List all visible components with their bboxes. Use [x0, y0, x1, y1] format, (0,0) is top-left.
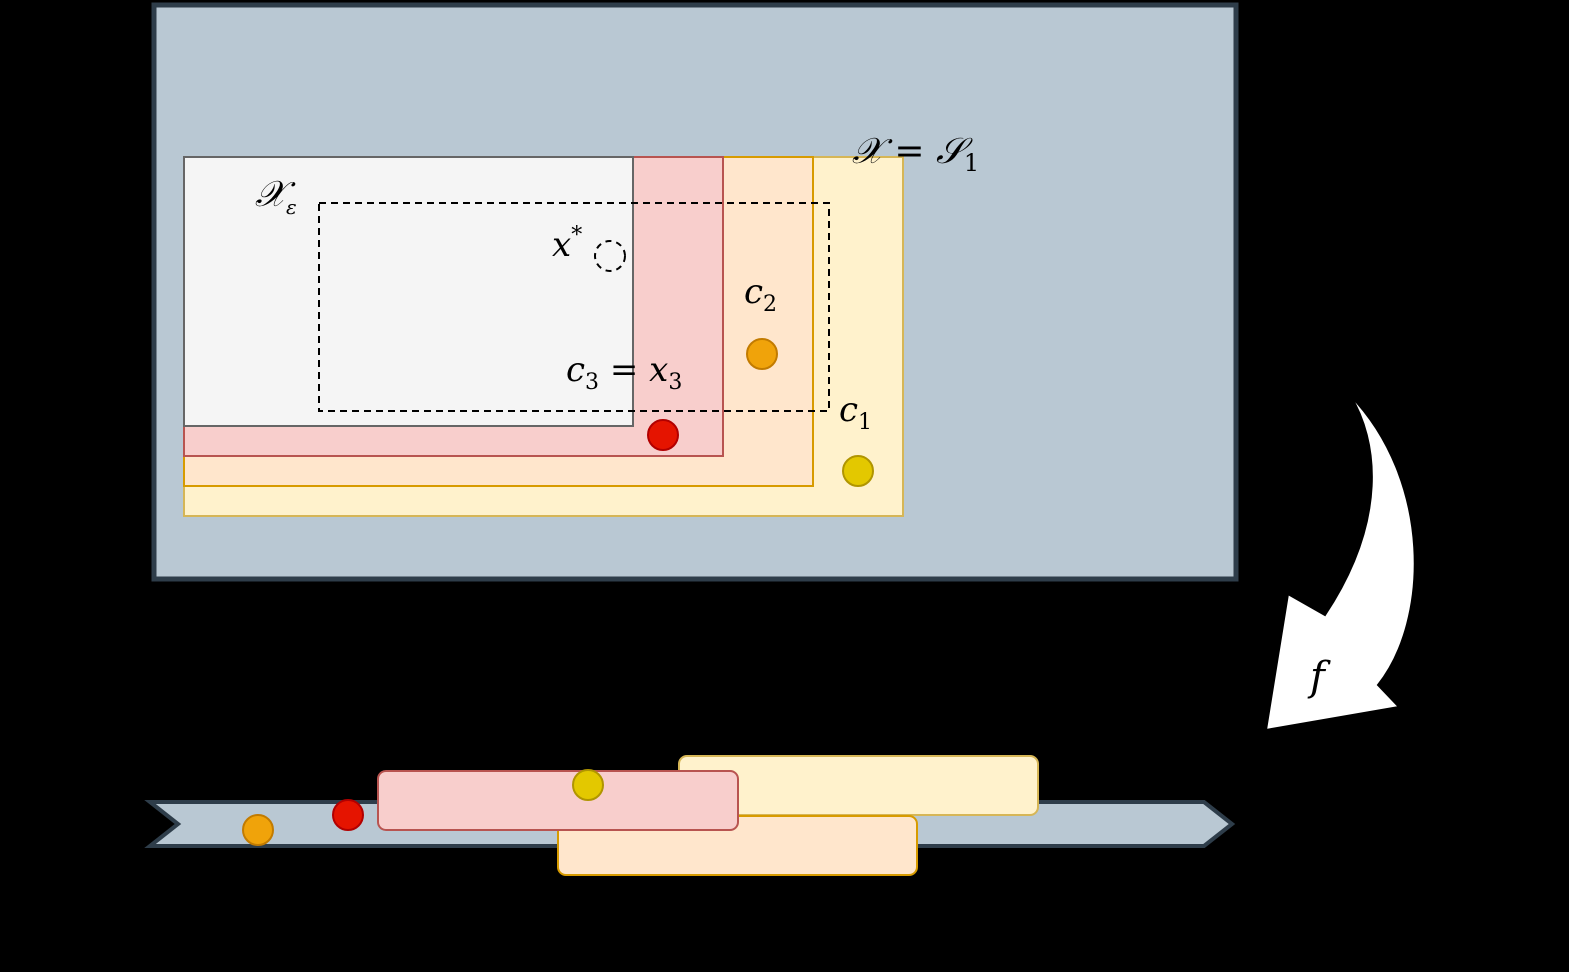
c2-label: c2 — [744, 272, 777, 317]
dot-c1-yellow — [842, 455, 874, 487]
x-star-marker — [594, 240, 626, 272]
line-dot-orange — [242, 814, 274, 846]
interval-red — [377, 770, 739, 831]
line-dot-yellow — [572, 769, 604, 801]
c3-label: c3 = x3 — [566, 350, 682, 395]
line-dot-red — [332, 799, 364, 831]
x-star-label: x* — [552, 223, 582, 265]
c1-label: c1 — [839, 390, 872, 435]
x-epsilon-region — [318, 202, 830, 412]
dot-c2-orange — [746, 338, 778, 370]
domain-label: 𝒳 = 𝒮1 — [852, 131, 979, 177]
mapping-arrow-f — [1264, 394, 1416, 732]
set-s4-gray — [183, 156, 634, 427]
dot-c3-red — [647, 419, 679, 451]
